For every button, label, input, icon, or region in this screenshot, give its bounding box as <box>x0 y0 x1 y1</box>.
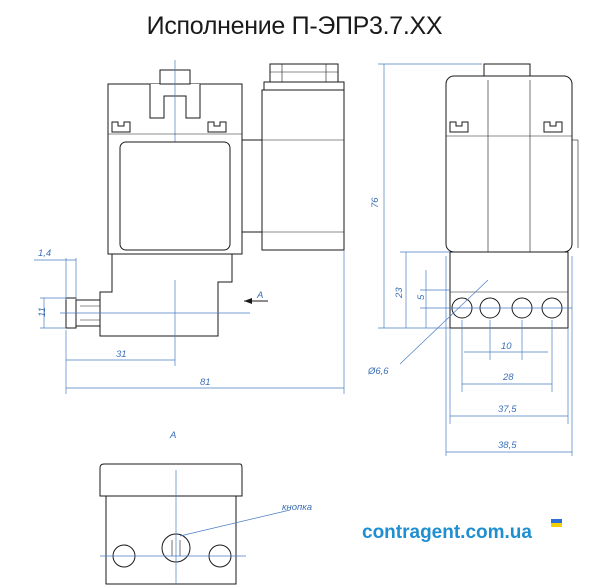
dim-1-4: 1,4 <box>38 248 51 259</box>
dim-10: 10 <box>501 341 512 352</box>
view-a: A кнопка <box>99 430 312 585</box>
front-view: A 1,4 11 31 81 <box>34 60 345 394</box>
view-a-title: A <box>169 430 176 441</box>
page-title: Исполнение П-ЭПР3.7.XX <box>146 12 443 40</box>
dim-5: 5 <box>416 294 427 300</box>
dim-hole: Ø6,6 <box>367 366 389 377</box>
dim-38-5: 38,5 <box>498 440 517 451</box>
watermark: contragent.com.ua <box>362 522 532 543</box>
ua-flag-icon <box>551 519 562 527</box>
dim-11: 11 <box>37 307 48 317</box>
button-label: кнопка <box>282 502 312 513</box>
dim-37-5: 37,5 <box>498 404 517 415</box>
dim-31: 31 <box>116 349 127 360</box>
dim-23: 23 <box>394 287 405 299</box>
dim-81: 81 <box>200 377 211 388</box>
view-a-label: A <box>256 290 263 301</box>
dim-28: 28 <box>502 372 514 383</box>
side-view: 76 23 5 Ø6,6 10 28 37,5 38,5 <box>367 63 579 456</box>
dim-76: 76 <box>370 197 381 208</box>
